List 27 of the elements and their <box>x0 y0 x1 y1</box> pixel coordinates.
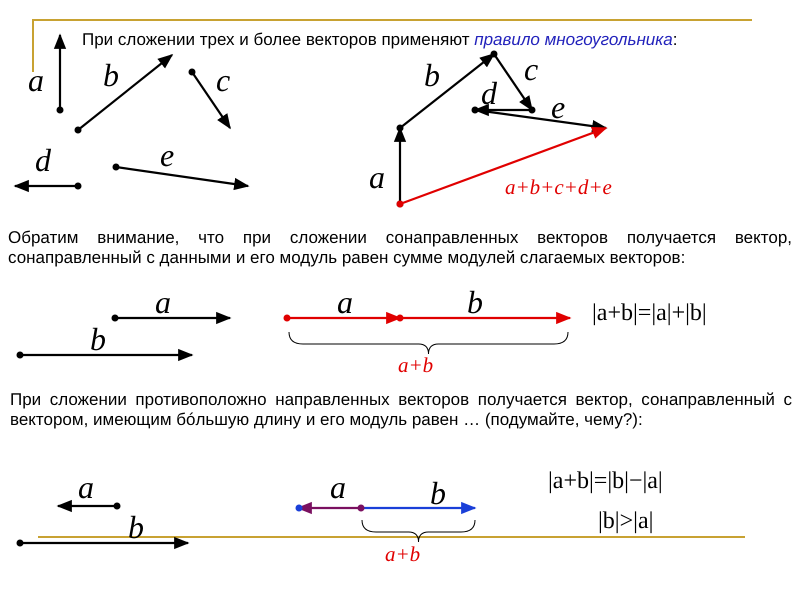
vector-label: a <box>155 285 171 320</box>
vector-label: b <box>467 285 483 320</box>
vector-label: e <box>160 138 174 174</box>
sum-label: a+b+c+d+e <box>505 176 612 200</box>
vector-label: c <box>524 52 538 88</box>
vector-label: a <box>330 470 346 506</box>
vector-label: b <box>103 58 119 94</box>
vector-label: a <box>28 63 44 98</box>
vector-label: b <box>128 510 144 546</box>
vector-label: a <box>337 285 353 320</box>
vector-label: b <box>424 58 440 94</box>
vector-label: b <box>90 322 106 358</box>
sum-label: a+b <box>398 354 434 378</box>
vector-label: a <box>78 470 94 506</box>
body-text: Обратим внимание, что при сложении сонаправленных векторов получается вектор, сонаправленный с данными и его модуль равен сумме модулей слагаемых векторов: <box>8 228 792 269</box>
body-text: При сложении противоположно направленных векторов получается вектор, сонаправленный с вектором, имеющим бóльшую длину и его модуль равен … (подумайте, чему?): <box>10 390 792 431</box>
vector-label: d <box>35 143 51 178</box>
vector-label: c <box>216 63 230 98</box>
sum-label: a+b <box>385 543 420 566</box>
vector-label: e <box>551 90 566 126</box>
vector-label: b <box>430 476 446 512</box>
formula: |b|>|a| <box>598 508 654 534</box>
formula: |a+b|=|a|+|b| <box>592 300 707 326</box>
vector-label: a <box>369 160 385 196</box>
body-text: При сложении трех и более векторов применяют правило многоугольника: <box>82 30 678 50</box>
formula: |a+b|=|b|−|a| <box>548 468 663 494</box>
vector-label: d <box>481 76 497 112</box>
